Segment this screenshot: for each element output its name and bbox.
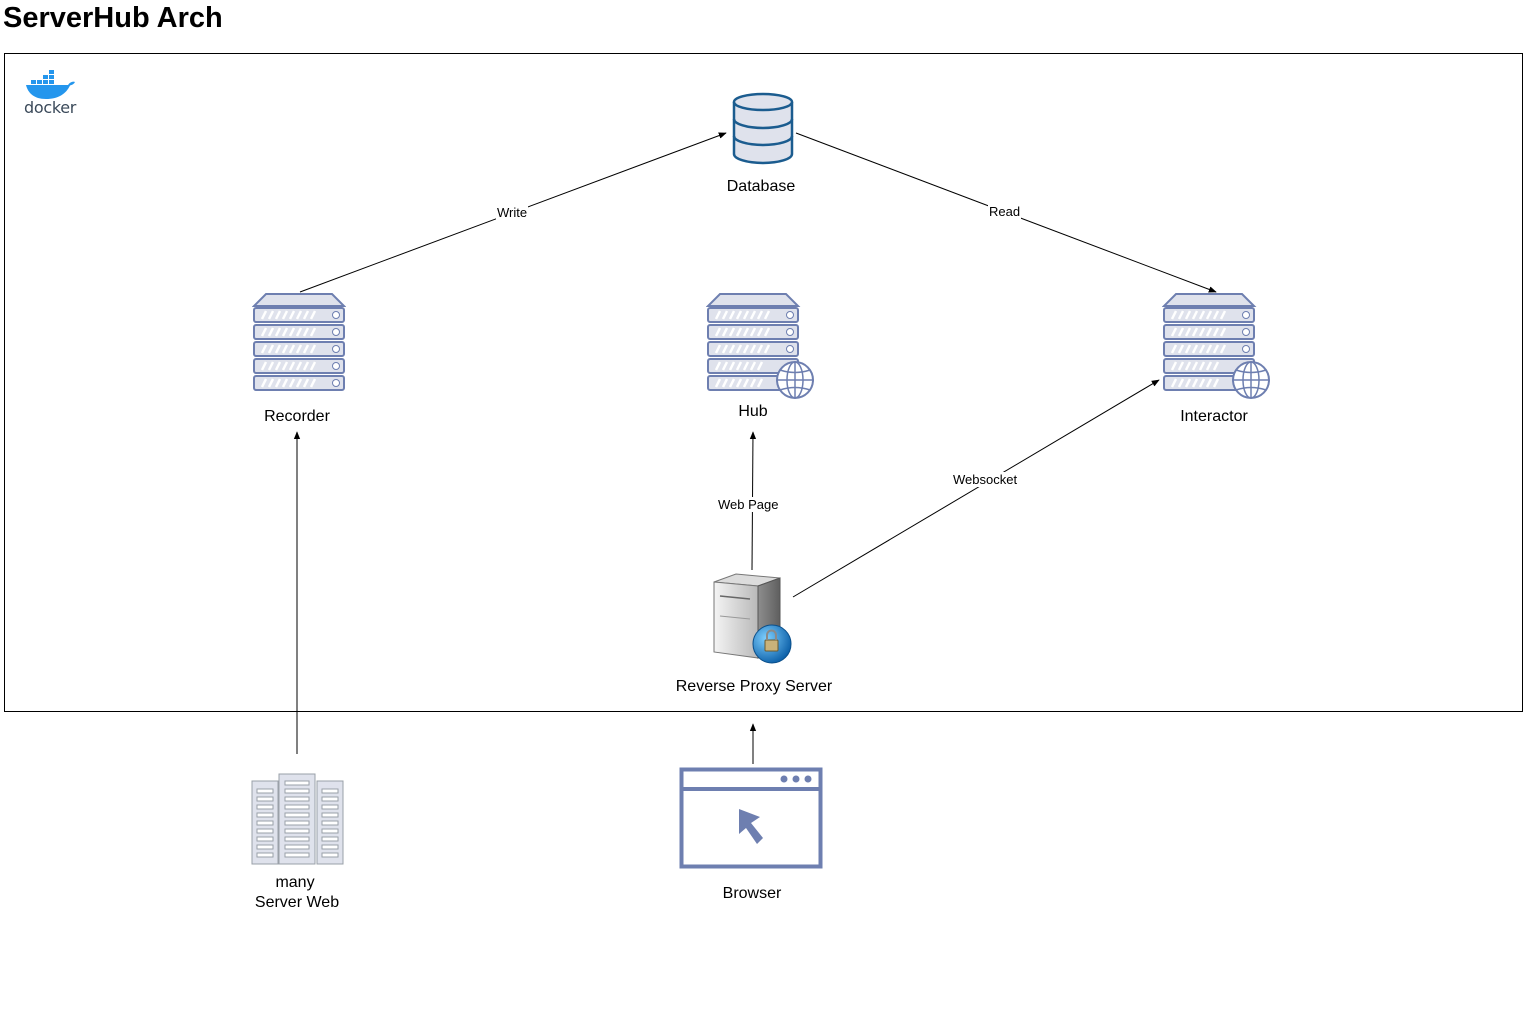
diagram-title: ServerHub Arch: [3, 2, 223, 34]
server-web-label-line1: many: [275, 874, 315, 891]
browser-window-icon[interactable]: [679, 767, 823, 869]
docker-logo-icon: [26, 70, 75, 99]
recorder-server-icon[interactable]: [252, 292, 346, 396]
recorder-label: Recorder: [264, 408, 330, 425]
server-web-farm-icon[interactable]: [251, 773, 345, 865]
edge-label-read: Read: [988, 204, 1022, 219]
docker-logo-text: docker: [24, 98, 77, 117]
edge-websocket: [792, 379, 1160, 598]
interactor-label: Interactor: [1180, 408, 1248, 425]
docker-container-boundary: [4, 53, 1523, 712]
hub-label: Hub: [738, 403, 768, 420]
edge-label-websocket: Websocket: [952, 472, 1019, 487]
interactor-server-icon[interactable]: [1162, 292, 1274, 400]
hub-server-icon[interactable]: [706, 292, 818, 400]
browser-label: Browser: [722, 885, 782, 902]
server-web-label-line2: Server Web: [254, 894, 340, 911]
database-label: Database: [726, 178, 796, 195]
edge-label-web-page: Web Page: [717, 497, 780, 512]
edge-label-write: Write: [496, 205, 529, 220]
reverse-proxy-server-icon[interactable]: [712, 572, 794, 664]
database-icon[interactable]: [732, 92, 794, 166]
reverse-proxy-label: Reverse Proxy Server: [675, 678, 833, 695]
